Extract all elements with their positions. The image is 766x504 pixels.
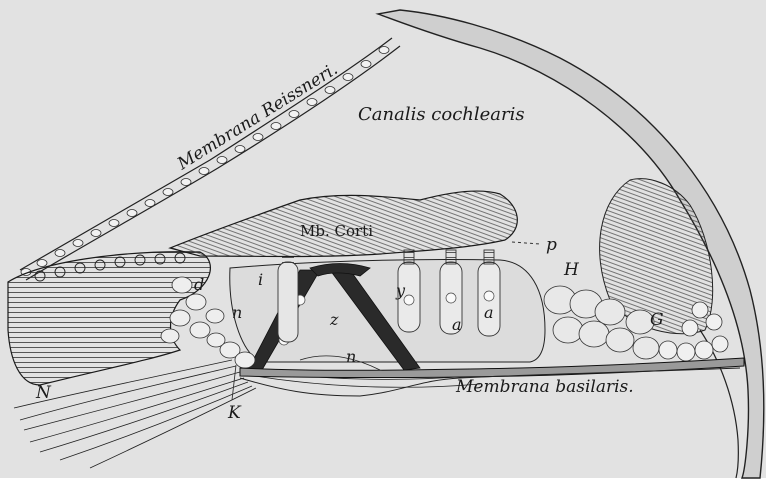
label-y: y bbox=[395, 281, 406, 300]
label-z: z bbox=[329, 310, 339, 329]
label-N: N bbox=[35, 383, 52, 403]
label-a-right: a bbox=[484, 303, 494, 322]
label-K: K bbox=[227, 403, 242, 423]
label-mb-corti: Mb. Corti bbox=[300, 222, 373, 240]
label-n-lower: n bbox=[346, 347, 356, 366]
label-a-left: a bbox=[452, 315, 462, 334]
label-H: H bbox=[563, 260, 580, 280]
bottom-margin bbox=[0, 478, 766, 504]
inner-hair-stereocilia bbox=[282, 254, 294, 264]
label-canalis-cochlearis: Canalis cochlearis bbox=[358, 104, 525, 125]
inner-hair-cell bbox=[278, 262, 298, 342]
label-d: d bbox=[194, 275, 204, 294]
label-membrana-basilaris: Membrana basilaris. bbox=[455, 377, 634, 397]
label-i: i bbox=[258, 270, 263, 289]
label-n-upper: n bbox=[232, 303, 242, 322]
label-p: p bbox=[546, 235, 557, 255]
label-G: G bbox=[650, 310, 664, 330]
